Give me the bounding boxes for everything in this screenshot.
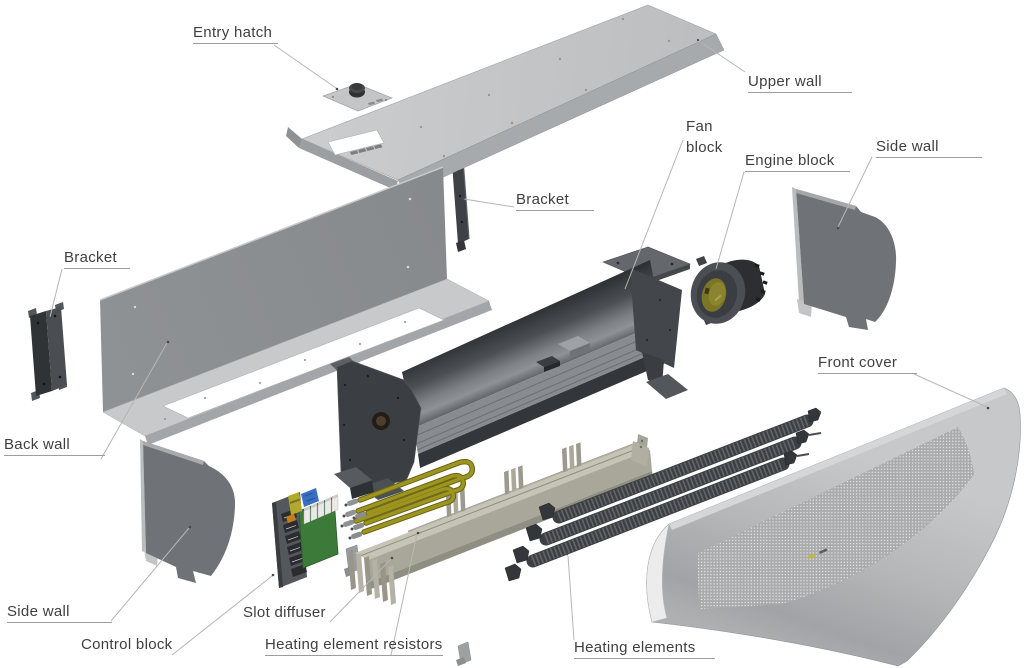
control-block-part [272, 488, 339, 588]
bracket-left-face-a [30, 311, 52, 396]
leader-front-cover [913, 373, 988, 408]
leader-bracket-left [49, 268, 63, 318]
upper-wall-cutout [327, 129, 385, 156]
leader-lines [49, 40, 988, 656]
front-cover-part [646, 387, 1021, 667]
back-wall-cutout [162, 307, 445, 419]
label-bracket-top: Bracket [516, 191, 594, 211]
label-side-wall-right: Side wall [876, 138, 982, 158]
label-control-block: Control block [81, 636, 173, 653]
entry-hatch-part [322, 83, 393, 112]
entry-hatch-plate [322, 83, 393, 112]
slot-diffuser-front-face [368, 450, 652, 582]
label-side-wall-left: Side wall [7, 603, 112, 623]
bracket-left-part [28, 302, 67, 401]
leader-upper-wall [698, 40, 746, 73]
leader-heating-element-resistors [390, 533, 418, 656]
side-wall-right-part [792, 187, 897, 330]
leader-fan-block [624, 139, 684, 290]
upper-wall-part [286, 4, 725, 195]
fan-block-cylinder [402, 260, 662, 428]
label-heating-element-resistors: Heating element resistors [265, 636, 443, 656]
heating-element-clips [504, 407, 822, 582]
label-upper-wall: Upper wall [748, 73, 852, 93]
back-wall-face [100, 167, 447, 412]
leader-engine-block [715, 171, 745, 270]
control-block-relays [303, 494, 339, 525]
label-back-wall: Back wall [4, 436, 106, 456]
front-cover-inner-edge [646, 523, 670, 623]
leader-heating-elements [567, 555, 575, 641]
label-heating-elements: Heating elements [574, 639, 715, 659]
side-wall-right-face [796, 189, 897, 330]
fan-block-left-foot [334, 467, 372, 488]
leader-entry-hatch [273, 44, 337, 89]
heating-elements-part [504, 407, 822, 582]
slot-diffuser-end-comb [348, 550, 396, 605]
control-block-blue-terminal [301, 488, 319, 507]
leader-side-wall-right [837, 156, 873, 228]
bracket-top-body [452, 159, 469, 244]
bracket-left-face-b [46, 307, 67, 391]
fan-block-inlet-grille [414, 322, 666, 454]
engine-block-part [690, 256, 768, 325]
heating-element-resistors-part [340, 458, 476, 540]
leader-slot-diffuser [329, 558, 392, 623]
back-wall-part [99, 166, 492, 445]
leader-bracket-top [463, 198, 515, 208]
label-engine-block: Engine block [745, 152, 850, 172]
bracket-top-part [452, 158, 470, 252]
leader-back-wall [100, 342, 168, 460]
label-bracket-left: Bracket [64, 249, 130, 269]
leader-side-wall-left [110, 527, 190, 622]
resistor-connectors [340, 498, 367, 540]
label-entry-hatch: Entry hatch [193, 24, 279, 44]
leader-control-block [171, 575, 273, 656]
fan-block-right-plate [630, 268, 682, 368]
heater-mounting-bracket-part [456, 641, 472, 666]
label-fan-block: Fan block [686, 118, 723, 156]
back-wall-holes [131, 197, 412, 420]
side-wall-left-face [143, 441, 236, 583]
slot-diffuser-top-face [355, 444, 650, 560]
fan-block-part [330, 246, 691, 500]
side-wall-left-part [140, 439, 236, 583]
label-slot-diffuser: Slot diffuser [243, 604, 326, 621]
upper-wall-screw-holes [419, 17, 671, 158]
control-block-yellow-terminal [288, 492, 302, 515]
fan-block-right-foot [646, 374, 688, 399]
leader-dots [48, 38, 990, 577]
label-front-cover: Front cover [818, 354, 918, 374]
